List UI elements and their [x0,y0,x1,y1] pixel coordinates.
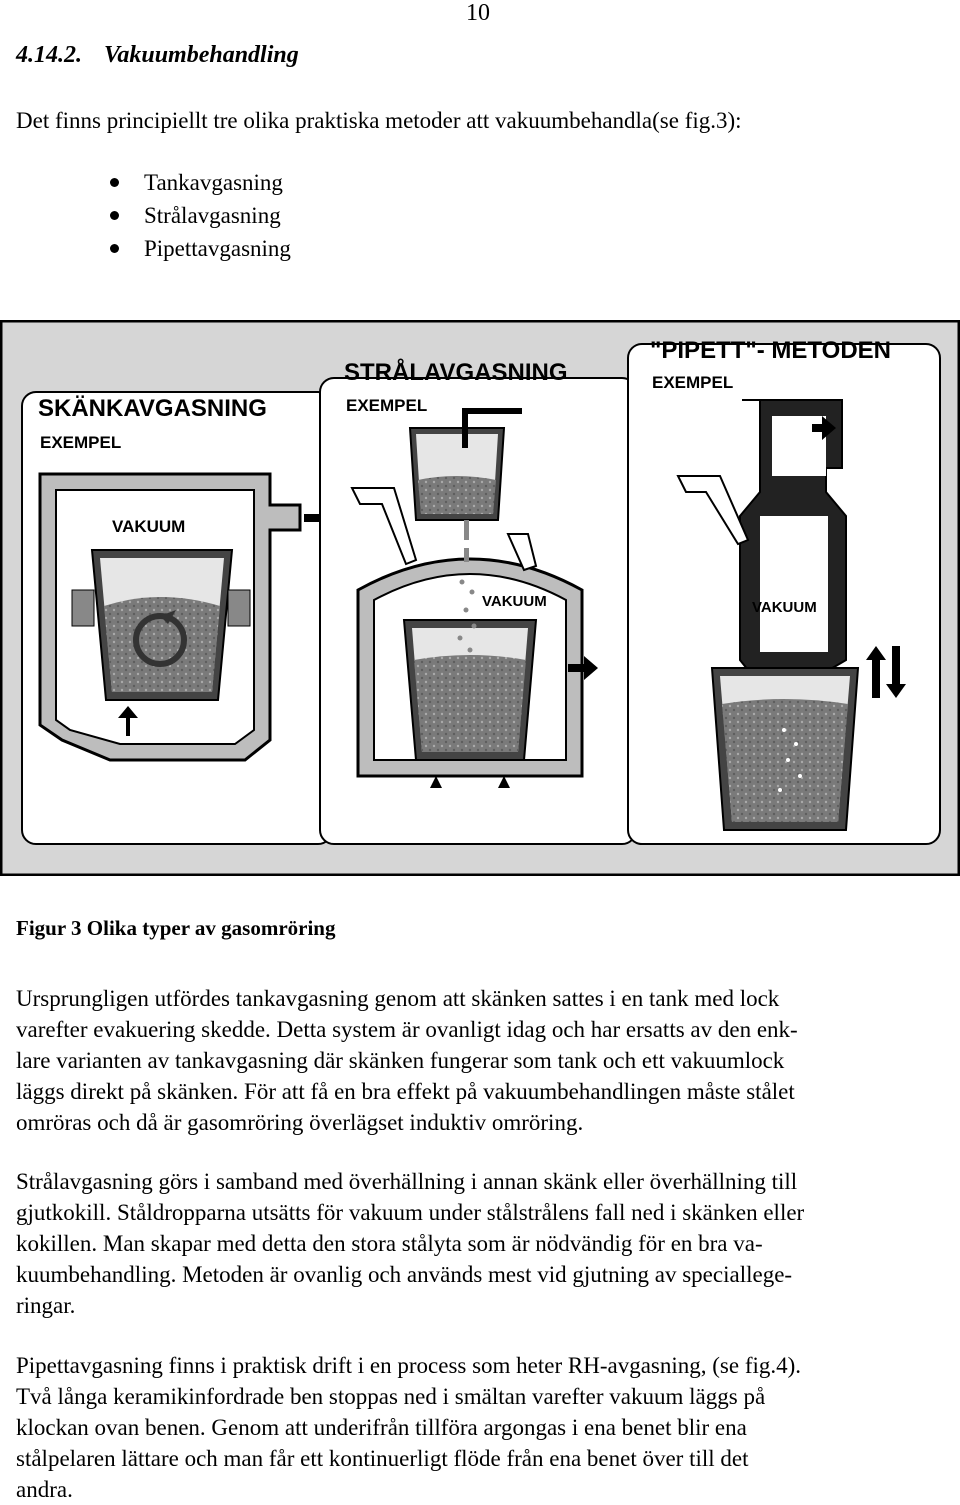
text-line: lare varianten av tankavgasning där skän… [16,1048,785,1073]
text-line: ringar. [16,1293,76,1318]
bullet-icon [110,211,119,220]
text-line: stålpelaren lättare och man får ett kont… [16,1446,749,1471]
panel2-title: STRÅLAVGASNING [344,358,568,386]
paragraph-pipette: Pipettavgasning finns i praktisk drift i… [16,1350,946,1505]
list-item-label: Tankavgasning [144,170,283,195]
text-line: varefter evakuering skedde. Detta system… [16,1017,798,1042]
section-number: 4.14.2. [16,42,82,68]
bullet-icon [110,178,119,187]
panel-stream-degassing: STRÅLAVGASNING EXEMPEL VAKUUM [319,358,637,845]
text-line: gjutkokill. Ståldropparna utsätts för va… [16,1200,805,1225]
panel3-vacuum-label: VAKUUM [752,599,817,616]
panel2-vacuum-label: VAKUUM [482,593,547,610]
panel1-subtitle: EXEMPEL [40,433,121,452]
panel3-title: "PIPETT"- METODEN [650,337,891,364]
text-line: klockan ovan benen. Genom att underifrån… [16,1415,747,1440]
panel-tank-degassing: SKÄNKAVGASNING EXEMPEL VAKUUM [21,391,333,845]
text-line: läggs direkt på skänken. För att få en b… [16,1079,795,1104]
text-line: andra. [16,1477,73,1502]
panel1-vacuum-label: VAKUUM [112,517,185,536]
text-line: Två långa keramikinfordrade ben stoppas … [16,1384,766,1409]
figure-caption: Figur 3 Olika typer av gasomröring [16,916,336,940]
panel3-subtitle: EXEMPEL [652,373,733,392]
page-number: 10 [466,0,490,26]
bullet-icon [110,244,119,253]
list-item-label: Strålavgasning [144,203,281,228]
section-title: Vakuumbehandling [104,42,299,68]
panel-pipette-degassing: "PIPETT"- METODEN EXEMPEL VAKUUM [627,337,941,845]
methods-list: Tankavgasning Strålavgasning Pipettavgas… [108,166,291,265]
paragraph-tank: Ursprungligen utfördes tankavgasning gen… [16,983,946,1138]
degassing-methods-figure: SKÄNKAVGASNING EXEMPEL VAKUUM STRÅLAVGAS… [0,320,960,876]
list-item-label: Pipettavgasning [144,236,291,261]
intro-text: Det finns principiellt tre olika praktis… [16,108,742,133]
list-item: Pipettavgasning [108,232,291,265]
section-heading: 4.14.2. Vakuumbehandling [16,42,299,69]
list-item: Tankavgasning [108,166,291,199]
text-line: Strålavgasning görs i samband med överhä… [16,1169,798,1194]
panel1-title: SKÄNKAVGASNING [38,395,267,422]
text-line: Pipettavgasning finns i praktisk drift i… [16,1353,802,1378]
text-line: Ursprungligen utfördes tankavgasning gen… [16,986,780,1011]
list-item: Strålavgasning [108,199,291,232]
panel2-subtitle: EXEMPEL [346,396,427,415]
text-line: kuumbehandling. Metoden är ovanlig och a… [16,1262,793,1287]
text-line: kokillen. Man skapar med detta den stora… [16,1231,763,1256]
text-line: omröras och då är gasomröring överlägset… [16,1110,584,1135]
paragraph-stream: Strålavgasning görs i samband med överhä… [16,1166,946,1321]
